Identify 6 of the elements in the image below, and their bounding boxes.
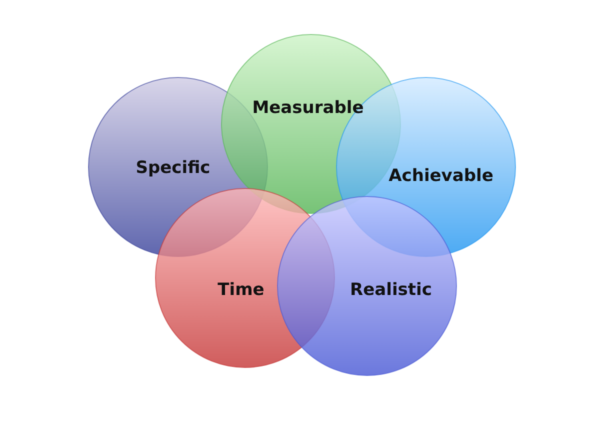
venn-circle (277, 196, 457, 376)
circle-label: Measurable (252, 98, 364, 118)
circle-label: Specific (136, 158, 210, 178)
circle-label: Realistic (350, 280, 432, 300)
circle-label: Time (218, 280, 264, 300)
circle-label: Achievable (388, 166, 494, 186)
